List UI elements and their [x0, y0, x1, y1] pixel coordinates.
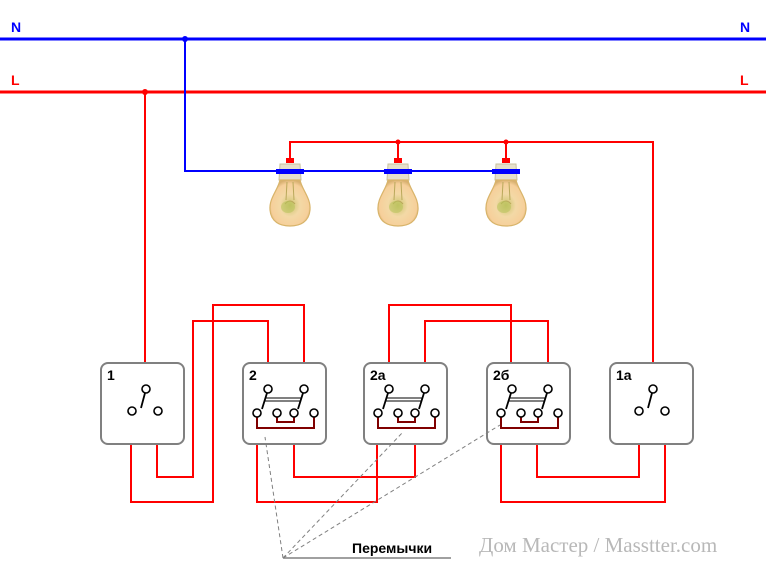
watermark: Дом Мастер / Masstter.com — [479, 533, 717, 557]
neutral-junction-dot — [182, 36, 188, 42]
jumper-wire — [377, 417, 436, 429]
switch-2[interactable]: 2 — [242, 362, 327, 445]
terminal-icon — [430, 408, 440, 418]
terminal-icon — [553, 408, 563, 418]
terminal-icon — [373, 408, 383, 418]
switch-lever — [140, 392, 146, 409]
wire-sw1-to-sw2-b — [156, 320, 269, 478]
switch-lever — [647, 392, 653, 409]
jumper-wire — [520, 417, 539, 423]
terminal-icon — [393, 408, 403, 418]
switch-2b[interactable]: 2б — [486, 362, 571, 445]
switch-label: 2б — [493, 367, 510, 383]
switch-1[interactable]: 1 — [100, 362, 185, 445]
neutral-label-right: N — [740, 19, 750, 35]
jumper-leader-lines — [264, 424, 501, 559]
wire-sw2a-to-sw2b-a — [388, 304, 512, 389]
switch-box — [363, 362, 448, 445]
jumper-wire — [397, 417, 416, 423]
switch-1a[interactable]: 1а — [609, 362, 694, 445]
bus-junction-dot — [503, 139, 509, 145]
neutral-feed-wire — [184, 39, 500, 172]
wire-sw2-to-sw2a-a — [256, 413, 378, 503]
bus-junction-dot — [395, 139, 401, 145]
jumper-wire — [500, 417, 559, 429]
jumpers-caption: Перемычки — [352, 540, 432, 556]
terminal-icon — [660, 406, 670, 416]
switch-box — [242, 362, 327, 445]
switch-2a[interactable]: 2а — [363, 362, 448, 445]
terminal-icon — [384, 384, 394, 394]
switch-box — [609, 362, 694, 445]
terminal-icon — [533, 408, 543, 418]
terminal-icon — [543, 384, 553, 394]
wire-sw2b-to-sw1a-a — [500, 411, 666, 503]
switch-lever — [382, 392, 389, 410]
switch-label: 2 — [249, 367, 257, 383]
lamp-bulb-icon — [485, 158, 527, 227]
wire-sw1-to-sw2-a — [130, 304, 305, 503]
terminal-icon — [127, 406, 137, 416]
switch-label: 1 — [107, 367, 115, 383]
jumper-wire — [256, 417, 315, 429]
terminal-icon — [648, 384, 658, 394]
terminal-icon — [263, 384, 273, 394]
switch-label: 1а — [616, 367, 632, 383]
switch-label: 2а — [370, 367, 386, 383]
jumper-wire — [276, 417, 295, 423]
lamp-bus-wire — [289, 141, 654, 389]
terminal-icon — [516, 408, 526, 418]
terminal-icon — [634, 406, 644, 416]
terminal-icon — [153, 406, 163, 416]
terminal-icon — [496, 408, 506, 418]
terminal-icon — [507, 384, 517, 394]
terminal-icon — [299, 384, 309, 394]
lamp-bulb-icon — [377, 158, 419, 227]
live-junction-dot — [142, 89, 148, 95]
live-label-left: L — [11, 72, 20, 88]
terminal-icon — [141, 384, 151, 394]
live-label-right: L — [740, 72, 749, 88]
terminal-icon — [309, 408, 319, 418]
terminal-icon — [420, 384, 430, 394]
terminal-icon — [289, 408, 299, 418]
terminal-icon — [252, 408, 262, 418]
terminal-icon — [410, 408, 420, 418]
lamp-bulb-icon — [269, 158, 311, 227]
switch-lever — [261, 392, 268, 410]
terminal-icon — [272, 408, 282, 418]
switch-box — [486, 362, 571, 445]
wire-sw2a-to-sw2b-b — [424, 320, 549, 389]
neutral-label-left: N — [11, 19, 21, 35]
switch-lever — [505, 392, 512, 410]
